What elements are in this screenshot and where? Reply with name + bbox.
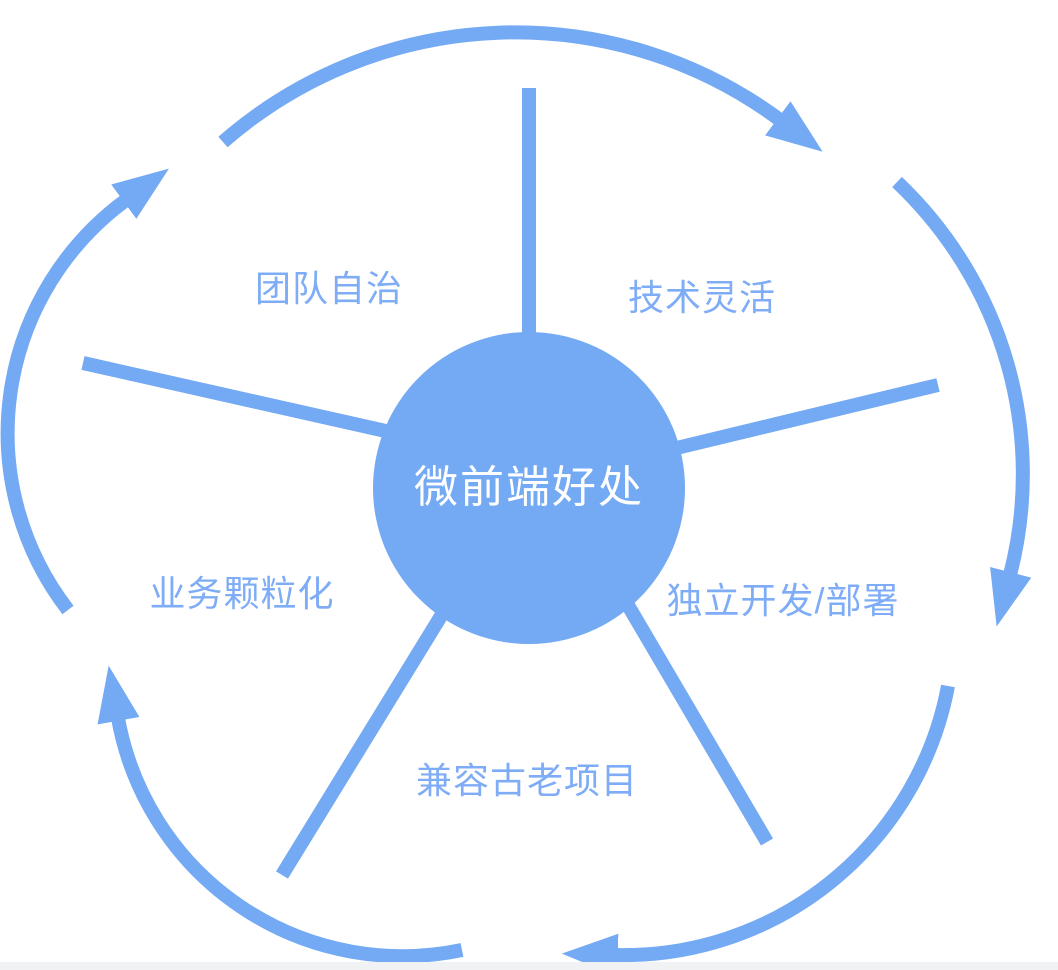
spoke-right <box>658 378 940 459</box>
cycle-arrow-bottom-right <box>561 684 955 970</box>
cycle-arrow-right <box>892 176 1032 627</box>
node-label-legacy-compat: 兼容古老项目 <box>415 760 639 801</box>
spoke-bottom-left <box>276 568 474 879</box>
spoke-bottom-right <box>605 574 774 846</box>
node-label-team-autonomy: 团队自治 <box>254 268 404 309</box>
spoke-left <box>81 356 432 448</box>
node-label-independent-deploy: 独立开发/部署 <box>666 580 900 621</box>
hub-title: 微前端好处 <box>414 463 644 512</box>
cycle-arrow-left <box>0 168 169 615</box>
cycle-arrow-bottom-left <box>97 665 464 964</box>
node-label-business-granularity: 业务颗粒化 <box>149 573 335 614</box>
cycle-arrow-top <box>218 25 823 152</box>
cycle-arrows <box>0 25 1032 970</box>
bottom-edge-strip <box>0 962 1058 970</box>
hub-circle <box>373 332 685 644</box>
node-label-tech-flexibility: 技术灵活 <box>627 277 777 318</box>
